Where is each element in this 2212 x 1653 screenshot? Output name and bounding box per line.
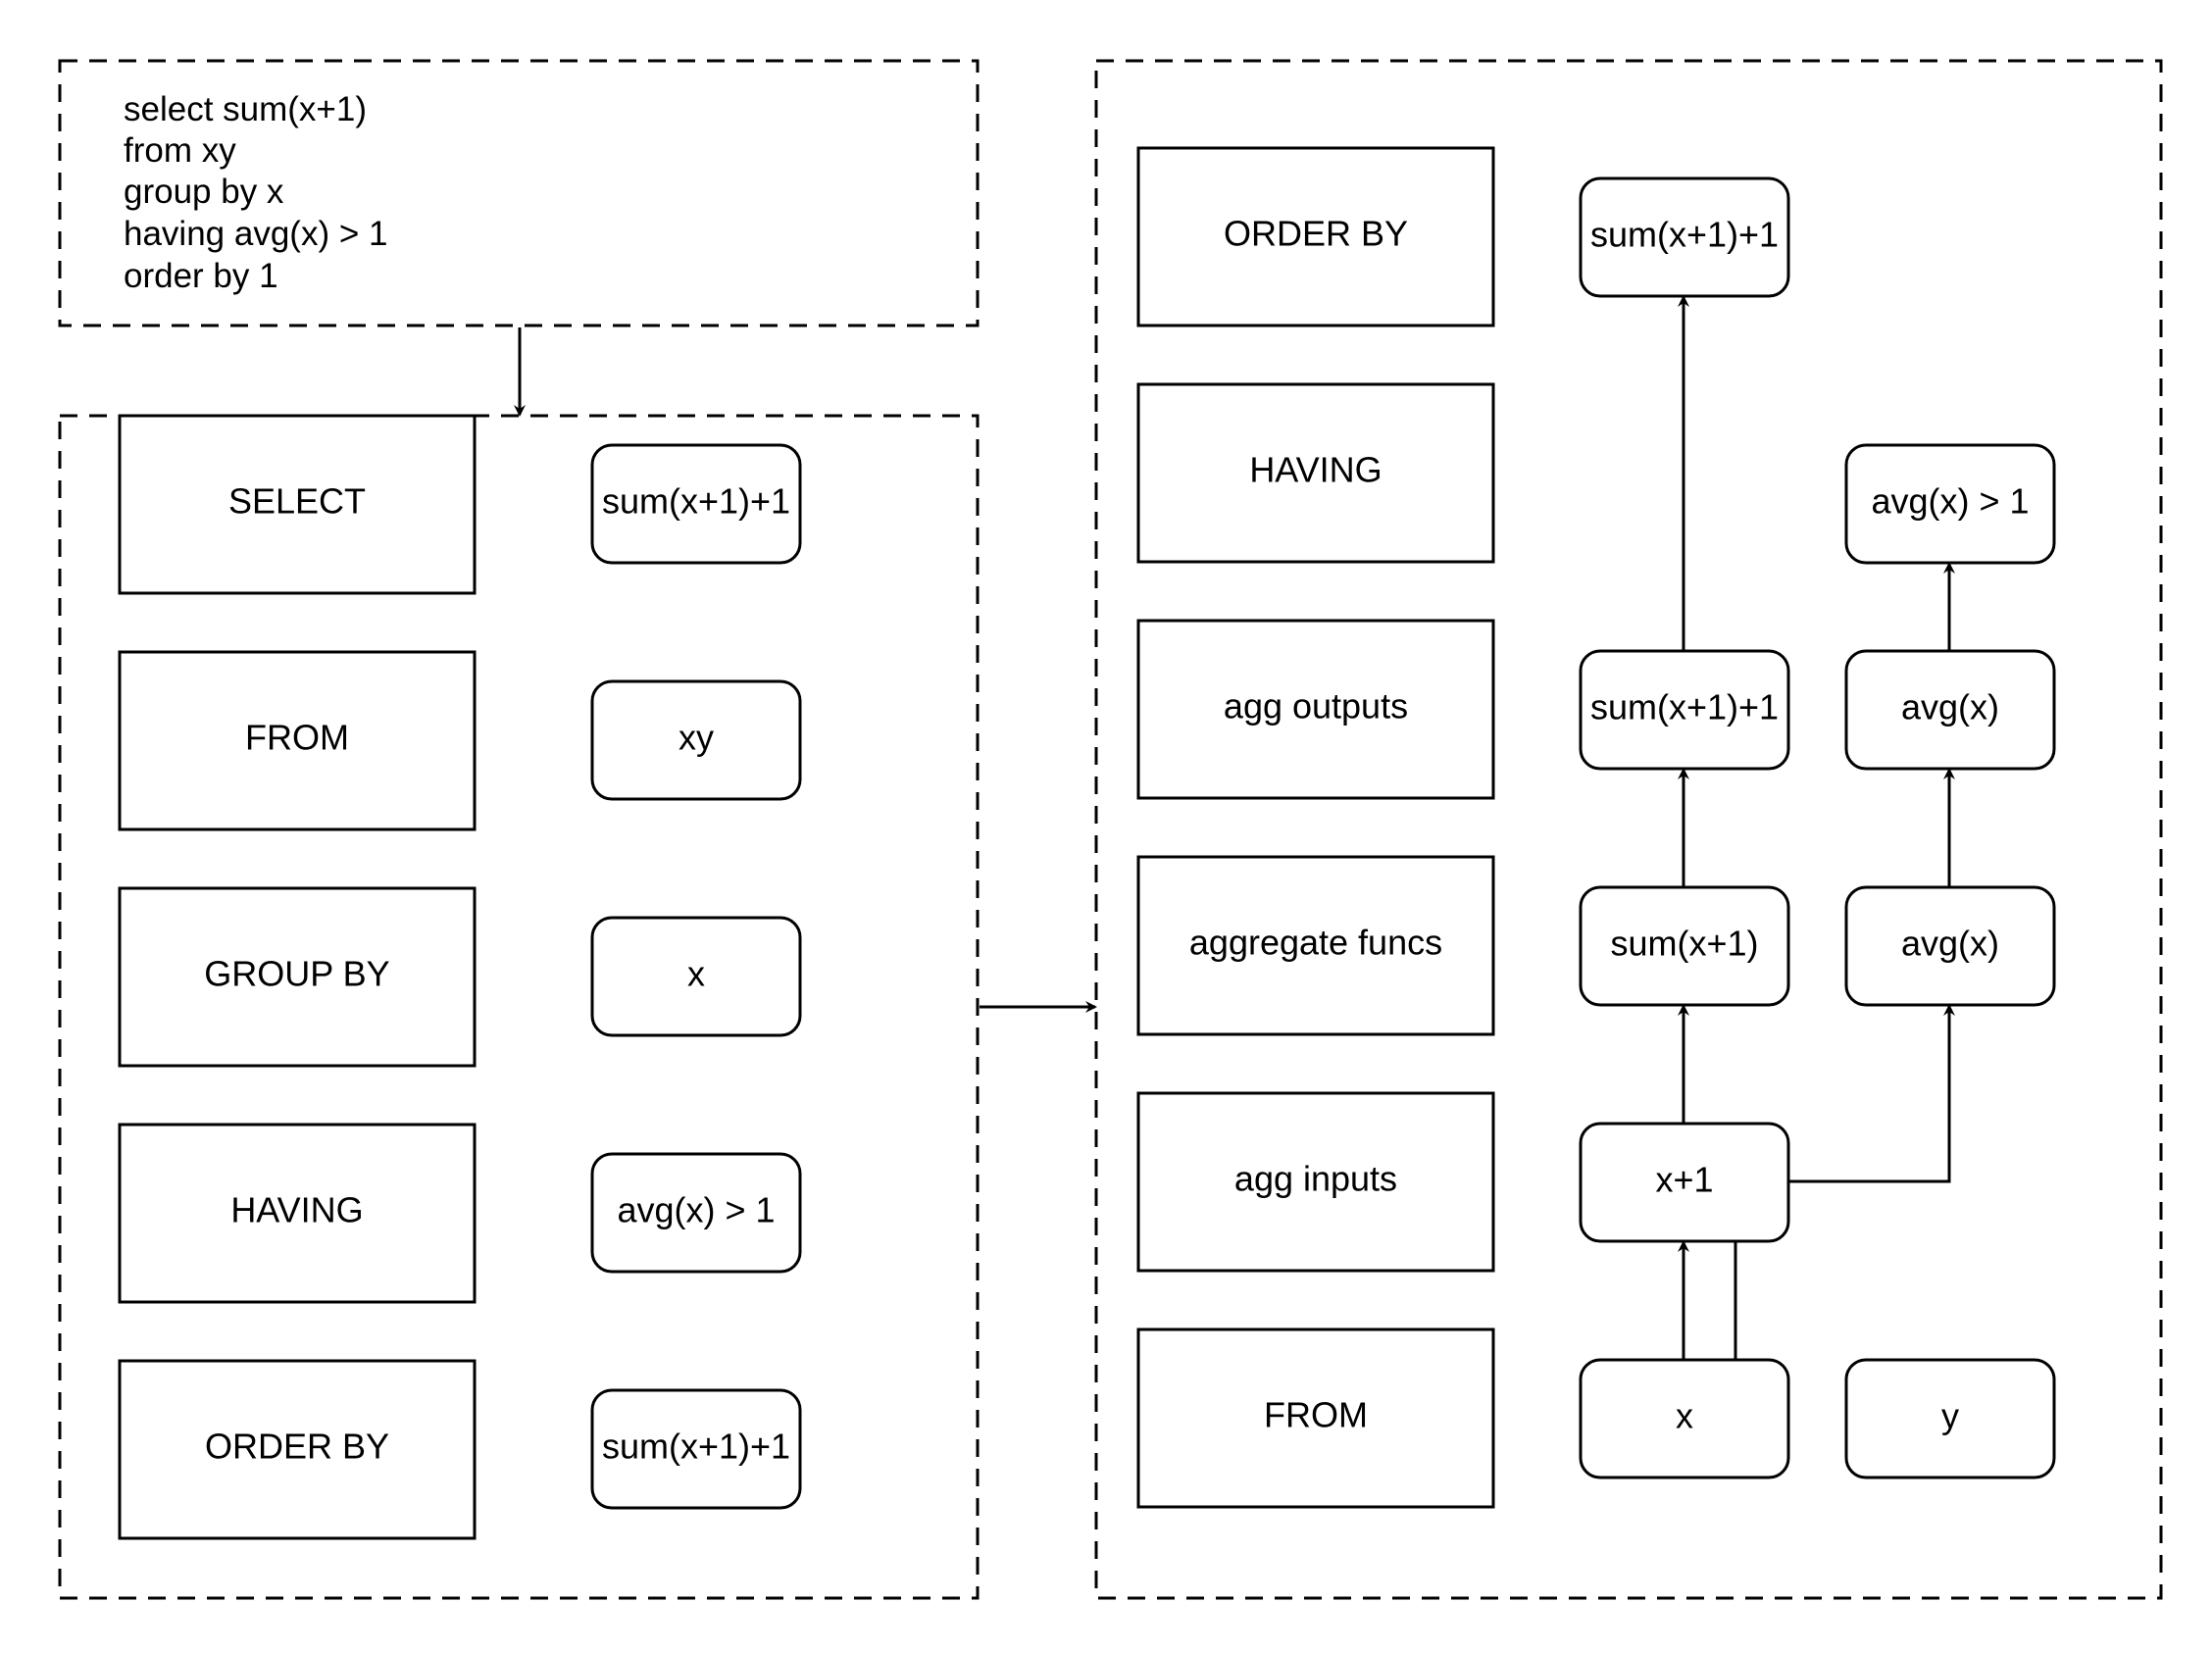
agg-input-label: x+1 <box>1655 1160 1713 1200</box>
clause-order-by-label: ORDER BY <box>205 1427 389 1467</box>
order-by-output-label: sum(x+1)+1 <box>1590 215 1779 255</box>
agg-input-node <box>1579 1122 1790 1243</box>
column-x-label: x <box>1676 1396 1693 1436</box>
agg-func-avg-label: avg(x) <box>1901 924 1999 964</box>
agg-func-sum-node <box>1579 885 1790 1007</box>
pipeline-nodes: sum(x+1)+1 avg(x) > 1 sum(x+1)+1 avg(x) … <box>1579 176 2056 1479</box>
agg-output-sum-label: sum(x+1)+1 <box>1590 687 1779 727</box>
sql-query-text: select sum(x+1) from xy group by x havin… <box>124 90 387 295</box>
pipeline-stage-agg-inputs-label: agg inputs <box>1234 1159 1397 1199</box>
column-x-node <box>1579 1358 1790 1479</box>
pipeline-stage-order-by-label: ORDER BY <box>1224 214 1408 254</box>
agg-func-sum-label: sum(x+1) <box>1610 924 1758 964</box>
pipeline-stage-from: FROM <box>1136 1327 1495 1509</box>
pipeline-stage-aggregate-funcs: aggregate funcs <box>1136 855 1495 1036</box>
clause-select-row: SELECT sum(x+1)+1 <box>118 414 802 595</box>
clause-from-value: xy <box>679 718 714 758</box>
sql-line-order-by: order by 1 <box>124 257 278 295</box>
agg-func-avg-node <box>1844 885 2056 1007</box>
clause-having-box <box>118 1123 477 1304</box>
clause-order-by-row: ORDER BY sum(x+1)+1 <box>118 1359 802 1540</box>
pipeline-stage-agg-outputs-label: agg outputs <box>1224 686 1408 726</box>
clause-having-value: avg(x) > 1 <box>617 1190 775 1230</box>
pipeline-stage-having: HAVING <box>1136 382 1495 564</box>
clause-group-by-value: x <box>687 954 705 994</box>
sql-line-from: from xy <box>124 131 236 170</box>
clause-from-row: FROM xy <box>118 650 802 831</box>
column-y-node <box>1844 1358 2056 1479</box>
clause-order-by-value: sum(x+1)+1 <box>602 1427 790 1467</box>
clause-group-by-row: GROUP BY x <box>118 886 802 1068</box>
having-filter-node <box>1844 443 2056 565</box>
clause-from-value-node <box>590 679 802 801</box>
order-by-output-node <box>1579 176 1790 298</box>
pipeline-stage-aggregate-funcs-box <box>1136 855 1495 1036</box>
clause-order-by-value-node <box>590 1388 802 1510</box>
pipeline-stage-agg-inputs: agg inputs <box>1136 1091 1495 1273</box>
clause-having-label: HAVING <box>230 1190 363 1230</box>
pipeline-edges <box>1678 295 1955 1359</box>
clause-having-row: HAVING avg(x) > 1 <box>118 1123 802 1304</box>
clause-select-value-node <box>590 443 802 565</box>
pipeline-stage-having-box <box>1136 382 1495 564</box>
pipeline-stage-from-label: FROM <box>1264 1395 1368 1435</box>
pipeline-stage-agg-outputs-box <box>1136 619 1495 800</box>
having-filter-label: avg(x) > 1 <box>1871 481 2029 522</box>
pipeline-stage-aggregate-funcs-label: aggregate funcs <box>1189 923 1442 963</box>
pipeline-stage-order-by: ORDER BY <box>1136 146 1495 327</box>
pipeline-stage-from-box <box>1136 1327 1495 1509</box>
clause-select-box <box>118 414 477 595</box>
column-y-label: y <box>1941 1396 1959 1436</box>
query-text-panel <box>58 59 980 327</box>
clause-having-value-node <box>590 1152 802 1274</box>
agg-output-avg-node <box>1844 649 2056 771</box>
pipeline-stage-agg-inputs-box <box>1136 1091 1495 1273</box>
agg-output-sum-node <box>1579 649 1790 771</box>
clause-group-by-label: GROUP BY <box>204 954 389 994</box>
execution-pipeline-panel <box>1094 59 2163 1600</box>
pipeline-stage-agg-outputs: agg outputs <box>1136 619 1495 800</box>
clause-select-label: SELECT <box>228 481 366 522</box>
clause-from-box <box>118 650 477 831</box>
sql-line-having: having avg(x) > 1 <box>124 215 387 253</box>
agg-output-avg-label: avg(x) <box>1901 687 1999 727</box>
pipeline-stage-having-label: HAVING <box>1249 450 1382 490</box>
clause-order-by-box <box>118 1359 477 1540</box>
pipeline-stage-order-by-box <box>1136 146 1495 327</box>
clause-group-by-box <box>118 886 477 1068</box>
clause-group-by-value-node <box>590 916 802 1037</box>
clause-from-label: FROM <box>245 718 349 758</box>
clause-select-value: sum(x+1)+1 <box>602 481 790 522</box>
edge-agg-input-to-avg-func <box>1787 1004 1955 1183</box>
sql-line-select: select sum(x+1) <box>124 90 367 128</box>
sql-line-group-by: group by x <box>124 173 284 211</box>
